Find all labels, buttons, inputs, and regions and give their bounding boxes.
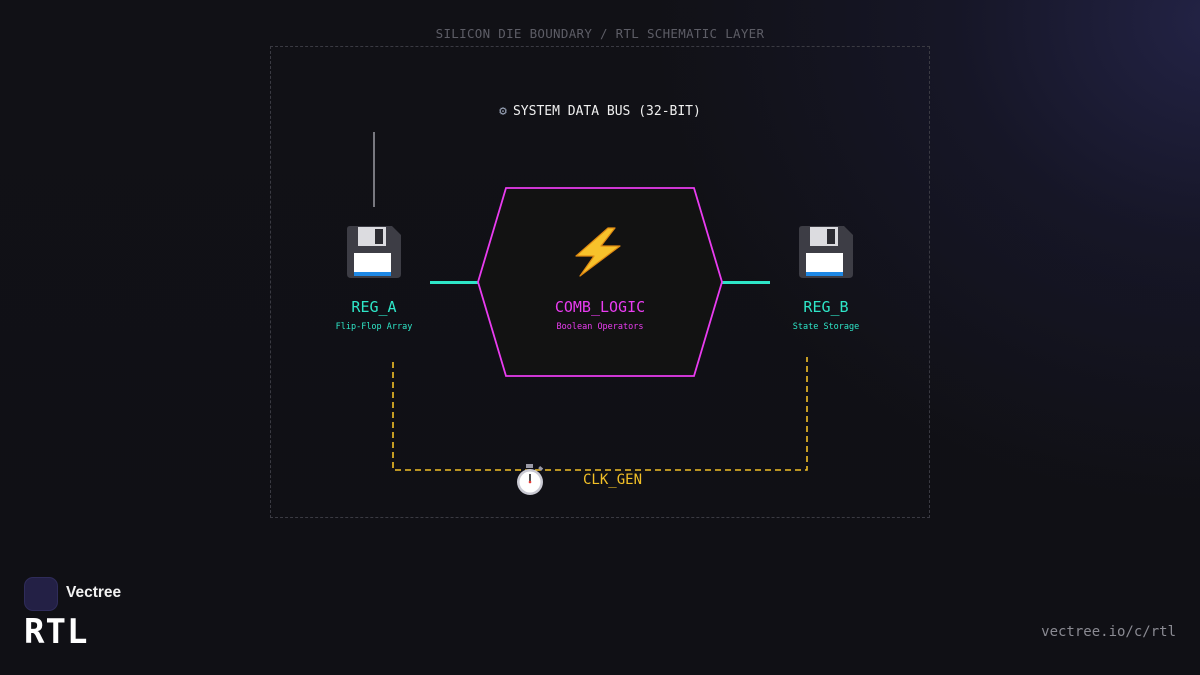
floppy-disk-icon — [347, 226, 401, 278]
system-bus-label: ⚙ SYSTEM DATA BUS (32-BIT) — [400, 104, 800, 119]
brand-url[interactable]: vectree.io/c/rtl — [1041, 624, 1176, 640]
floppy-disk-icon — [799, 226, 853, 278]
reg-b-subtitle: State Storage — [792, 322, 860, 332]
clock-line — [392, 357, 808, 471]
system-bus-text: SYSTEM DATA BUS (32-BIT) — [512, 104, 701, 119]
brand-product: RTL — [24, 612, 89, 652]
brand-name: Vectree — [66, 584, 122, 601]
comb-logic-hexagon[interactable] — [477, 187, 723, 377]
gear-icon: ⚙ — [499, 104, 507, 119]
clk-gen-title: CLK_GEN — [583, 472, 643, 488]
reg-b-title: REG_B — [803, 298, 849, 316]
reg-a-title: REG_A — [351, 298, 397, 316]
reg-a-subtitle: Flip-Flop Array — [335, 322, 413, 332]
vectree-logo — [24, 577, 58, 611]
comb-logic-subtitle: Boolean Operators — [556, 322, 644, 332]
lightning-bolt-icon — [575, 227, 621, 277]
comb-logic-title: COMB_LOGIC — [554, 298, 646, 316]
die-boundary-label: SILICON DIE BOUNDARY / RTL SCHEMATIC LAY… — [435, 26, 765, 41]
stopwatch-icon — [517, 464, 544, 495]
die-boundary — [270, 46, 930, 518]
